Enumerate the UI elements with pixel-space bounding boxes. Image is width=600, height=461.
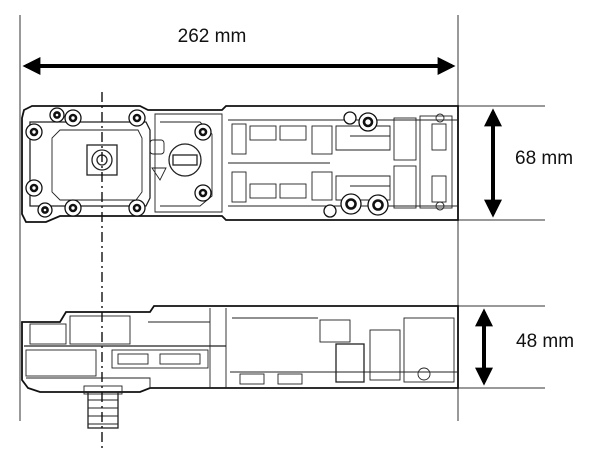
top-height-label: 68 mm [515, 148, 573, 169]
width-dimension: 262 mm [22, 26, 456, 75]
adjust-screw-2 [343, 111, 357, 125]
spindle-ring [91, 149, 113, 171]
adjust-screw-1 [358, 112, 378, 132]
screw-8-head [132, 203, 142, 213]
side-bottom-line [26, 377, 151, 388]
spring-housing [228, 111, 458, 218]
side-height-dimension: 48 mm [475, 308, 574, 386]
top-view [21, 105, 459, 223]
screw-9-head [198, 127, 208, 137]
casting-contour [160, 121, 213, 207]
valve-knob [168, 143, 202, 177]
adjust-screw-4-head [372, 199, 384, 211]
screw-5-head [41, 206, 49, 214]
end-block-top [393, 117, 417, 161]
side-block-2 [69, 315, 131, 345]
screw-2 [49, 107, 65, 123]
adjust-screw-3 [340, 193, 362, 215]
casting-plate [29, 121, 151, 207]
width-label: 262 mm [178, 26, 247, 47]
screw-1-head [29, 127, 39, 137]
housing-pocket-2 [249, 125, 277, 141]
end-cap-slot-1 [431, 123, 447, 151]
spindle-shaft [87, 391, 119, 429]
screw-4-head [29, 183, 39, 193]
screw-8 [128, 199, 146, 217]
top-height-dimension: 68 mm [484, 108, 573, 218]
side-end-cap [403, 317, 455, 383]
side-slot-inner-2 [159, 353, 201, 365]
housing-pocket-1 [231, 123, 247, 155]
screw-10-head [198, 188, 208, 198]
side-slot [111, 349, 209, 369]
end-block-bottom [393, 165, 417, 209]
side-view [21, 305, 459, 429]
side-block-1 [29, 323, 67, 345]
screw-2-head [53, 111, 61, 119]
screw-5 [37, 202, 53, 218]
housing-pocket-6 [279, 183, 307, 199]
small-block [149, 139, 165, 155]
valve-slot [172, 154, 198, 166]
side-end-hole [417, 367, 431, 381]
adjust-screw-5 [323, 204, 337, 218]
adjust-screw-3-head [345, 198, 357, 210]
side-valve-block [319, 319, 351, 343]
side-height-label: 48 mm [516, 331, 574, 352]
screw-10 [194, 184, 212, 202]
side-block-3 [25, 349, 97, 377]
screw-3-head [68, 113, 78, 123]
screw-6-head [68, 203, 78, 213]
screw-1 [25, 123, 43, 141]
screw-4 [25, 179, 43, 197]
adjust-screw-4 [367, 194, 389, 216]
housing-pocket-3 [279, 125, 307, 141]
side-tab-1 [239, 373, 265, 385]
screw-6 [64, 199, 82, 217]
side-view-outline [21, 305, 459, 393]
side-slot-inner-1 [117, 353, 149, 365]
side-tab-2 [277, 373, 303, 385]
housing-pocket-8 [311, 171, 333, 201]
screw-7-head [132, 113, 142, 123]
housing-pocket-4 [231, 171, 247, 203]
top-view-outline [21, 105, 459, 223]
side-end-block [369, 329, 401, 381]
housing-pocket-7 [311, 125, 333, 155]
screw-7 [128, 109, 146, 127]
adjust-screw-1-head [362, 116, 374, 128]
housing-pocket-5 [249, 183, 277, 199]
end-cap [419, 115, 453, 209]
triangle-mark [151, 167, 167, 181]
mounting-screws [25, 107, 212, 218]
screw-3 [64, 109, 82, 127]
end-hole-2 [435, 201, 445, 211]
valve-block-bottom [335, 175, 391, 201]
casting-right-block [154, 113, 223, 213]
screw-9 [194, 123, 212, 141]
spindle-collar [83, 385, 123, 395]
end-hole-1 [435, 113, 445, 123]
side-valve-body [335, 343, 365, 383]
